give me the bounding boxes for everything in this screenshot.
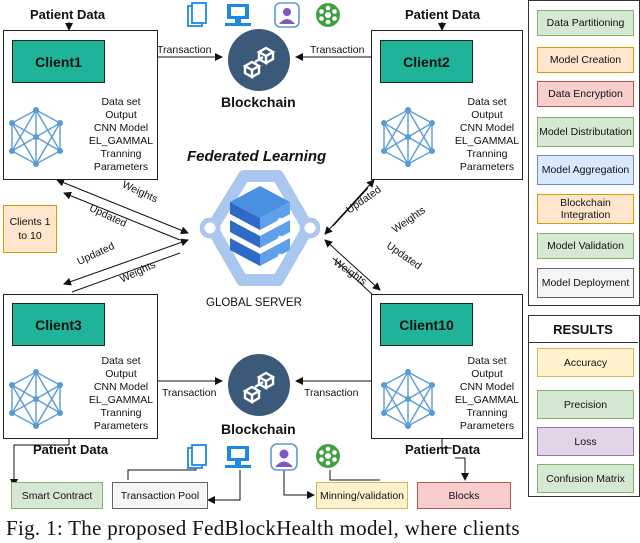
clients-range-box: Clients 1 to 10: [3, 205, 57, 253]
step-model-deployment: Model Deployment: [537, 268, 634, 298]
user-group-icon: [274, 2, 300, 28]
client1-params: Data set Output CNN Model EL_GAMMAL Tran…: [88, 96, 154, 174]
network-flower-icon: [316, 3, 340, 27]
mining-validation-box: Minning/validation: [316, 482, 408, 509]
blockchain-label-bottom: Blockchain: [221, 421, 296, 437]
user-group-icon: [270, 443, 298, 471]
result-accuracy: Accuracy: [537, 348, 634, 377]
global-server-label: GLOBAL SERVER: [206, 297, 302, 309]
blockchain-label-top: Blockchain: [221, 94, 296, 110]
transaction-label: Transaction: [162, 387, 217, 399]
smart-contract-box: Smart Contract: [11, 482, 103, 509]
result-confusion-matrix: Confusion Matrix: [537, 464, 634, 493]
client2-label: Client2: [380, 40, 473, 83]
neural-network-icon: [9, 369, 63, 429]
param-output: Output: [105, 109, 137, 121]
transaction-label: Transaction: [304, 387, 359, 399]
neural-network-icon: [9, 107, 63, 167]
result-precision: Precision: [537, 390, 634, 419]
param-cnn: CNN Model: [93, 122, 149, 134]
client1-panel: Client1 Data set Output CNN Model EL_GAM…: [3, 30, 158, 180]
patient-data-label-bottom-right: Patient Data: [405, 442, 481, 457]
global-server-icon: [200, 170, 320, 286]
bottom-icons-row: [187, 443, 340, 471]
result-loss: Loss: [537, 427, 634, 456]
client10-label: Client10: [380, 303, 473, 346]
param-dataset: Data set: [101, 96, 141, 108]
results-divider: [528, 342, 638, 343]
client3-label: Client3: [12, 303, 105, 346]
client1-label: Client1: [12, 40, 105, 83]
param-training: Tranning: [100, 148, 142, 160]
steps-panel: [528, 0, 640, 306]
transaction-label: Transaction: [157, 44, 212, 56]
document-icon: [187, 444, 207, 469]
patient-data-label-top-right: Patient Data: [405, 7, 481, 22]
step-model-validation: Model Validation: [537, 233, 634, 259]
neural-network-icon: [381, 369, 435, 429]
blockchain-icon: [228, 354, 290, 416]
computer-network-icon: [225, 446, 251, 468]
federated-learning-label: Federated Learning: [187, 148, 327, 165]
figure-caption: Fig. 1: The proposed FedBlockHealth mode…: [6, 516, 520, 540]
param-elgamal: EL_GAMMAL: [88, 135, 154, 147]
step-model-distribution: Model Distributation: [537, 117, 634, 147]
blocks-box: Blocks: [417, 482, 511, 509]
top-icons-row: [187, 2, 340, 28]
step-model-creation: Model Creation: [537, 47, 634, 73]
transaction-pool-box: Transaction Pool: [112, 482, 208, 509]
document-icon: [187, 2, 207, 27]
network-flower-icon: [316, 444, 340, 468]
step-model-aggregation: Model Aggregation: [537, 155, 634, 185]
blockchain-icon: [228, 29, 290, 91]
step-data-partitioning: Data Partitioning: [537, 10, 634, 36]
patient-data-label-bottom-left: Patient Data: [33, 442, 109, 457]
results-title: RESULTS: [553, 322, 613, 337]
patient-data-label-top-left: Patient Data: [30, 7, 106, 22]
transaction-label: Transaction: [310, 44, 365, 56]
step-data-encryption: Data Encryption: [537, 81, 634, 107]
step-blockchain-integration: Blockchain Integration: [537, 194, 634, 224]
param-parameters: Parameters: [93, 161, 149, 173]
computer-network-icon: [225, 4, 251, 26]
neural-network-icon: [381, 107, 435, 167]
